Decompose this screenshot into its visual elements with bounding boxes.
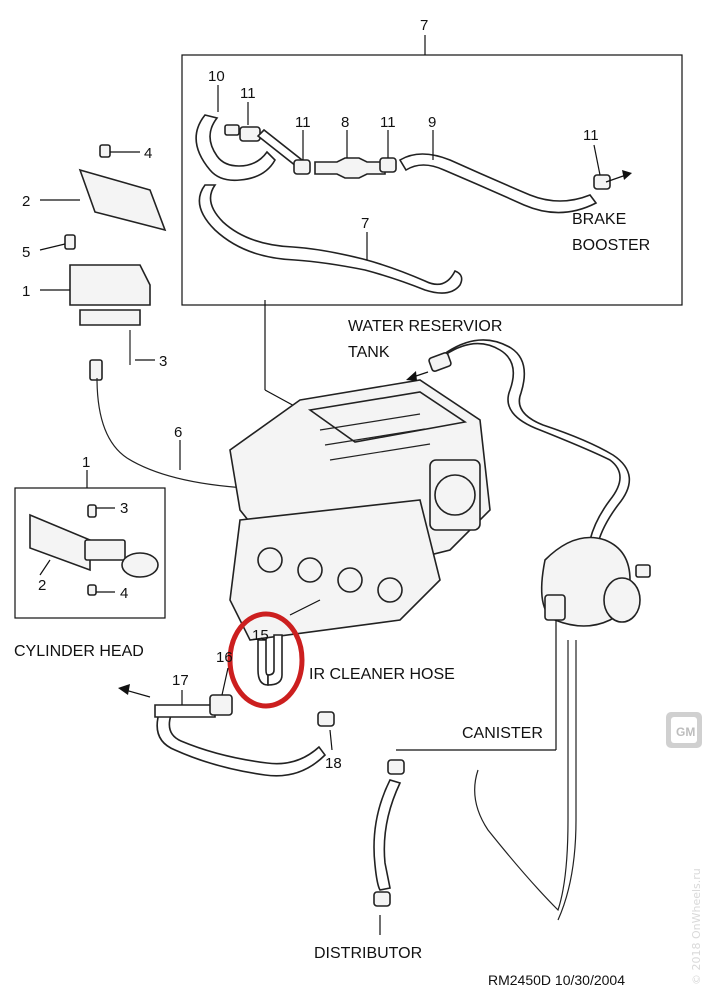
callout-15: 15 <box>252 627 269 644</box>
water-reservoir-arrowhead <box>406 371 417 381</box>
cylinder-head-arrowhead <box>118 684 130 695</box>
highlight-part-15 <box>227 611 305 709</box>
callout-4-a: 4 <box>144 145 152 162</box>
cylinder-head-label: CYLINDER HEAD <box>14 643 144 660</box>
callout-2-b: 2 <box>38 577 46 594</box>
callout-1-a: 1 <box>22 283 30 300</box>
distributor-hose <box>373 620 557 935</box>
callout-11-b: 11 <box>295 114 311 131</box>
callout-3-a: 3 <box>159 353 167 370</box>
brake-booster-line-1: BRAKE <box>572 211 626 228</box>
callout-6: 6 <box>174 424 182 441</box>
callout-10: 10 <box>208 68 225 85</box>
map-sensor-assembly <box>64 144 167 381</box>
canister-hose-outer <box>557 640 577 921</box>
brake-booster-line-2: BOOSTER <box>572 237 650 254</box>
throttle-body <box>540 536 651 627</box>
callout-11-c: 11 <box>380 114 396 131</box>
callout-4-b: 4 <box>120 585 128 602</box>
water-reservoir-fitting <box>428 352 452 372</box>
callout-17: 17 <box>172 672 189 689</box>
distributor-label: DISTRIBUTOR <box>314 945 422 962</box>
callout-7-bracket <box>181 35 683 306</box>
callout-18: 18 <box>325 755 342 772</box>
callout-5: 5 <box>22 244 30 261</box>
cylinder-head-hose <box>154 694 335 777</box>
callout-11-d: 11 <box>583 127 599 144</box>
leader-5 <box>39 243 66 251</box>
callout-1-b: 1 <box>82 454 90 471</box>
leader-11d <box>593 144 601 176</box>
drawing-reference: RM2450D 10/30/2004 <box>488 972 625 988</box>
watermark-text: © 2018 OnWheels.ru <box>690 868 703 985</box>
svg-text:GM: GM <box>676 725 695 739</box>
callout-8: 8 <box>341 114 349 131</box>
air-cleaner-hose-label: IR CLEANER HOSE <box>309 666 455 683</box>
leader-16 <box>221 667 229 696</box>
inset-sensor-box <box>14 470 166 619</box>
callout-11-a: 11 <box>240 85 256 102</box>
leader-15 <box>289 599 321 616</box>
brake-booster-arrow <box>605 174 627 183</box>
water-reservoir-line-2: TANK <box>348 344 390 361</box>
canister-hose <box>474 640 569 912</box>
cylinder-head-arrow <box>124 689 151 698</box>
brake-booster-arrowhead <box>622 170 632 180</box>
gm-logo: GM <box>666 712 702 748</box>
callout-16: 16 <box>216 649 233 666</box>
vacuum-hose-assembly <box>195 114 611 294</box>
water-reservoir-line-1: WATER RESERVIOR <box>348 318 502 335</box>
canister-label: CANISTER <box>462 725 543 742</box>
intake-manifold <box>229 379 491 641</box>
callout-2-a: 2 <box>22 193 30 210</box>
callout-7-inner: 7 <box>361 215 369 232</box>
callout-3-b: 3 <box>120 500 128 517</box>
callout-7-top: 7 <box>420 17 428 34</box>
leader-18 <box>329 729 333 751</box>
red-highlight-circle <box>227 611 305 709</box>
callout-9: 9 <box>428 114 436 131</box>
